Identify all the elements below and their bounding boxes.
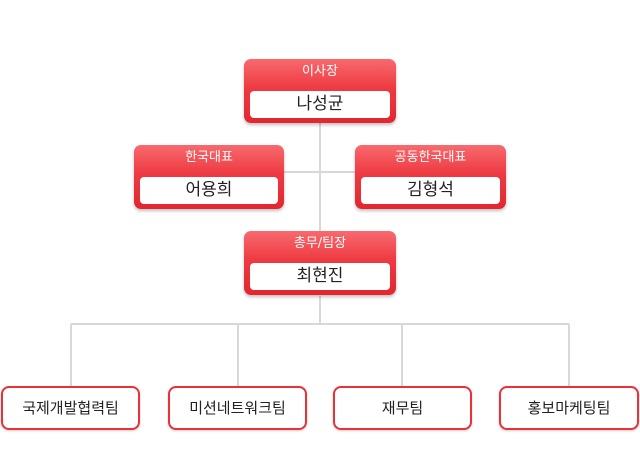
- chairman-title: 이사장: [302, 64, 338, 79]
- rep-korea-name: 어용희: [140, 177, 278, 204]
- general-affairs-box: 총무/팀장 최현진: [244, 231, 396, 295]
- co-rep-korea-title: 공동한국대표: [394, 150, 467, 165]
- team-finance: 재무팀: [333, 386, 472, 430]
- chairman-name: 나성균: [250, 91, 390, 118]
- chairman-box: 이사장 나성균: [244, 59, 396, 123]
- rep-korea-box: 한국대표 어용희: [134, 145, 284, 209]
- team-international-development: 국제개발협력팀: [1, 386, 140, 430]
- co-rep-korea-name: 김형석: [361, 177, 500, 204]
- general-affairs-name: 최현진: [250, 263, 390, 290]
- co-rep-korea-box: 공동한국대표 김형석: [355, 145, 506, 209]
- general-affairs-title: 총무/팀장: [293, 236, 347, 251]
- rep-korea-title: 한국대표: [185, 150, 233, 165]
- team-mission-network: 미션네트워크팀: [168, 386, 307, 430]
- team-pr-marketing: 홍보마케팅팀: [499, 386, 639, 430]
